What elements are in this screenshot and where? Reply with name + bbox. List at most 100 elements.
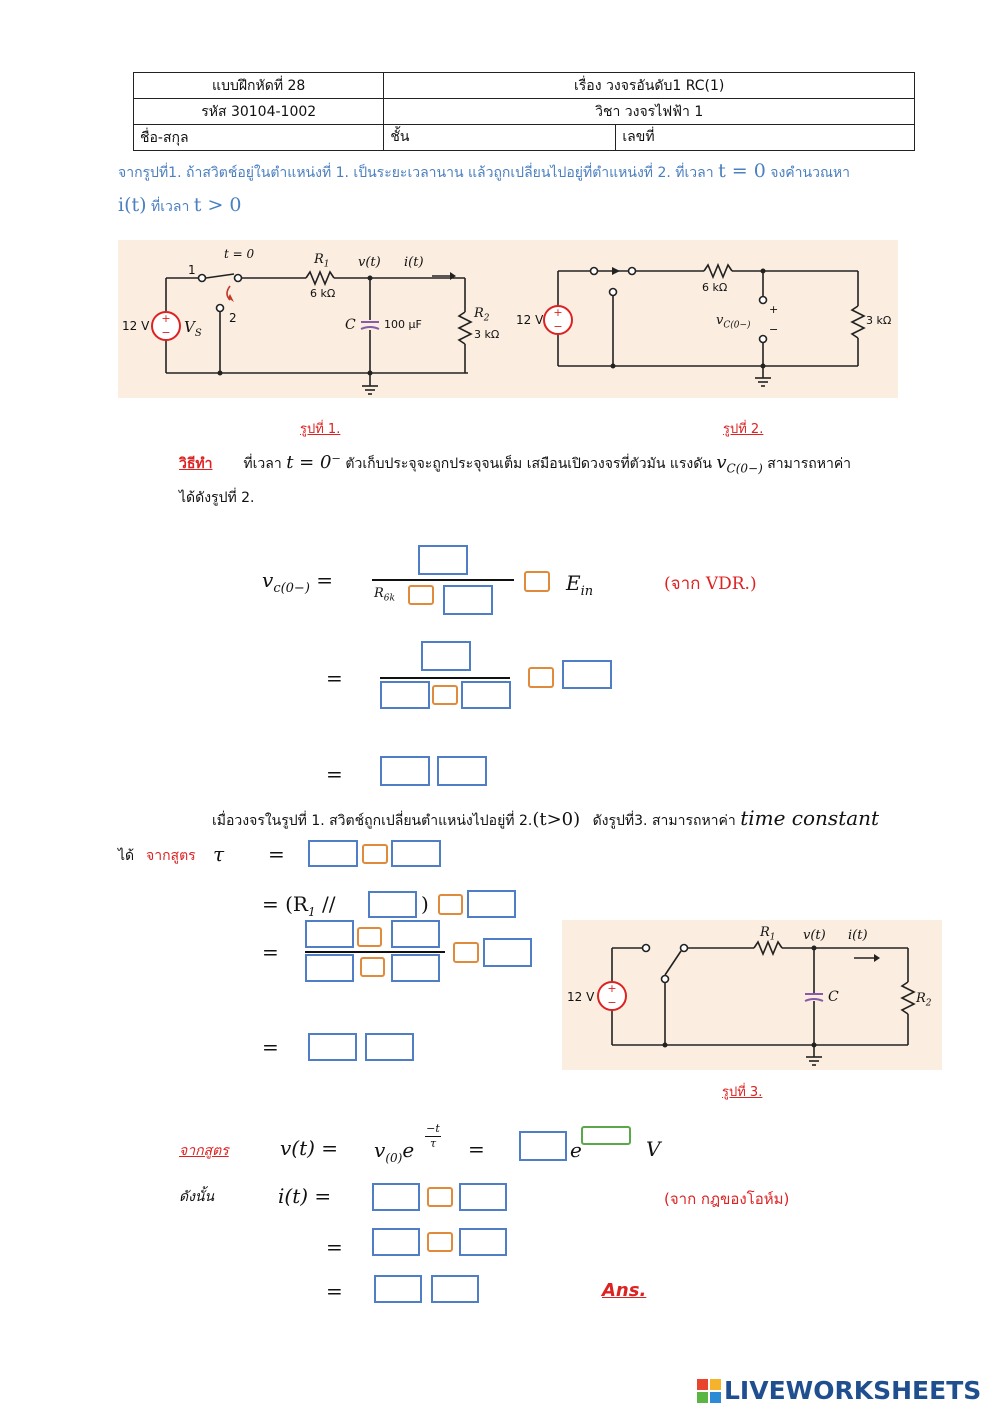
vdr-operator-box-1[interactable] xyxy=(408,585,434,605)
fig1-c-label: C xyxy=(345,317,356,333)
vt-amplitude-box[interactable] xyxy=(519,1131,567,1161)
course-code: รหัส 30104-1002 xyxy=(132,98,385,125)
tau-eq-4: = xyxy=(262,1035,279,1059)
topic: เรื่อง วงจรอันดับ1 RC(1) xyxy=(383,72,915,99)
tau-intro: เมื่อวงจรในรูปที่ 1. สวิตช์ถูกเปลี่ยนตำแ… xyxy=(212,806,880,830)
vdr-fraction-line xyxy=(372,579,514,581)
close-paren: ) xyxy=(421,892,429,916)
t-equals-zero: t = 0 xyxy=(718,160,766,182)
circuit-figure-3: + − xyxy=(597,939,916,1066)
circuit-figure-2: + − xyxy=(543,262,866,387)
it-answer-value-box[interactable] xyxy=(374,1275,422,1303)
fig1-it-label: i(t) xyxy=(404,255,424,270)
exp-numerator: −t xyxy=(426,1122,440,1135)
parallel-resistor-box[interactable] xyxy=(368,891,417,918)
name-label: ชื่อ-สกุล xyxy=(132,124,385,151)
tau-unit-box[interactable] xyxy=(365,1033,414,1061)
tau-frac-num-box-1[interactable] xyxy=(305,920,354,948)
fig1-r2-label: R2 xyxy=(474,306,490,324)
tau-operator-box-3[interactable] xyxy=(453,942,479,963)
it-lhs: i(t) = xyxy=(278,1184,332,1208)
ans-label: Ans. xyxy=(602,1280,647,1301)
it-answer-unit-box[interactable] xyxy=(431,1275,479,1303)
tau-frac-num-operator[interactable] xyxy=(357,927,382,947)
dai-label: ได้ xyxy=(118,848,135,864)
step2-numerator-box[interactable] xyxy=(421,641,471,671)
fig2-source-value: 12 V xyxy=(516,313,544,327)
liveworksheets-logo: LIVEWORKSHEETS xyxy=(724,1376,982,1405)
step2-ein-box[interactable] xyxy=(562,660,612,689)
therefore-label: ดังนั้น xyxy=(179,1189,215,1205)
circuit-figure-1: + − xyxy=(151,269,473,395)
svg-text:+: + xyxy=(161,312,170,325)
step2-fraction-line xyxy=(380,677,510,679)
circuit-panel-1-2 xyxy=(118,240,898,398)
tau-frac-den-operator[interactable] xyxy=(360,957,385,977)
tau-operator-box-1[interactable] xyxy=(362,844,388,864)
tau-frac-den-box-1[interactable] xyxy=(305,954,354,982)
ein-symbol: Ein xyxy=(566,571,594,599)
it-box-1[interactable] xyxy=(372,1183,420,1211)
subject: วิชา วงจรไฟฟ้า 1 xyxy=(383,98,915,125)
time-constant-label: time constant xyxy=(740,806,880,830)
step2-denominator-box-2[interactable] xyxy=(461,681,511,709)
fig1-r1-label: R1 xyxy=(314,252,330,270)
tau-frac-num-box-2[interactable] xyxy=(391,920,440,948)
it-operator-box-1[interactable] xyxy=(427,1187,453,1207)
vdr-operator-box-2[interactable] xyxy=(524,571,550,592)
vc0-unit-box[interactable] xyxy=(437,756,487,786)
fig1-pos1: 1 xyxy=(188,263,196,277)
fig3-source-value: 12 V xyxy=(567,990,595,1004)
fig2-minus: − xyxy=(769,323,779,336)
fig3-r2-label: R2 xyxy=(916,991,932,1009)
vdr-note: (จาก VDR.) xyxy=(664,574,757,594)
r6k-label: R6k xyxy=(374,586,395,604)
svg-text:+: + xyxy=(607,982,616,995)
tau-box-1[interactable] xyxy=(308,840,358,867)
t-greater-zero: t > 0 xyxy=(193,194,242,216)
it-box-3[interactable] xyxy=(372,1228,420,1256)
fig3-it-label: i(t) xyxy=(848,928,868,943)
vc0-value-box[interactable] xyxy=(380,756,430,786)
ohm-law-note: (จาก กฎของโอห์ม) xyxy=(664,1190,790,1208)
step2-operator-box-1[interactable] xyxy=(432,685,458,705)
step2-denominator-box-1[interactable] xyxy=(380,681,430,709)
vdr-lhs: vc(0−) = xyxy=(262,568,334,596)
fig3-caption: รูปที่ 3. xyxy=(722,1085,763,1100)
result-eq: = xyxy=(468,1137,485,1161)
tau-fraction-line xyxy=(305,951,445,953)
capacitance-box-1[interactable] xyxy=(467,890,516,918)
fig1-source-value: 12 V xyxy=(122,319,150,333)
fig1-pos2: 2 xyxy=(229,311,237,325)
it-box-2[interactable] xyxy=(459,1183,507,1211)
fig1-vt-label: v(t) xyxy=(358,255,381,270)
tau-eq-1: = xyxy=(268,842,285,866)
vt-exponent-box[interactable] xyxy=(581,1126,631,1145)
eq-sign-2: = xyxy=(326,666,343,690)
fig2-r2-value: 3 kΩ xyxy=(866,314,892,327)
vdr-numerator-box[interactable] xyxy=(418,545,468,575)
it-operator-box-2[interactable] xyxy=(427,1232,453,1252)
tau-box-2[interactable] xyxy=(391,840,441,867)
method-line2: ได้ดังรูปที่ 2. xyxy=(179,490,255,506)
capacitance-box-2[interactable] xyxy=(483,938,532,967)
fig3-r1-label: R1 xyxy=(760,925,776,943)
fig1-r2-value: 3 kΩ xyxy=(474,328,500,341)
t-zero-minus: t = 0⁻ xyxy=(286,452,341,473)
vt-lhs: v(t) = xyxy=(280,1136,339,1160)
fig1-switch-label: t = 0 xyxy=(224,247,255,261)
fig1-vs-label: VS xyxy=(184,318,202,339)
svg-text:−: − xyxy=(161,326,170,339)
fig2-vc-label: vC(0−) xyxy=(716,313,751,331)
vdr-denominator-box[interactable] xyxy=(443,585,493,615)
tau-eq-2: = (R1 // xyxy=(262,892,336,919)
vc0-symbol: vC(0−) xyxy=(716,452,763,476)
it-box-4[interactable] xyxy=(459,1228,507,1256)
step2-operator-box-2[interactable] xyxy=(528,667,554,688)
tau-frac-den-box-2[interactable] xyxy=(391,954,440,982)
method-line1: วิธีทำ ที่เวลา t = 0⁻ ตัวเก็บประจุจะถูกป… xyxy=(179,452,852,476)
tau-operator-box-2[interactable] xyxy=(438,894,463,915)
tau-value-box[interactable] xyxy=(308,1033,357,1061)
tau-eq-3: = xyxy=(262,940,279,964)
method-label: วิธีทำ xyxy=(179,456,213,472)
